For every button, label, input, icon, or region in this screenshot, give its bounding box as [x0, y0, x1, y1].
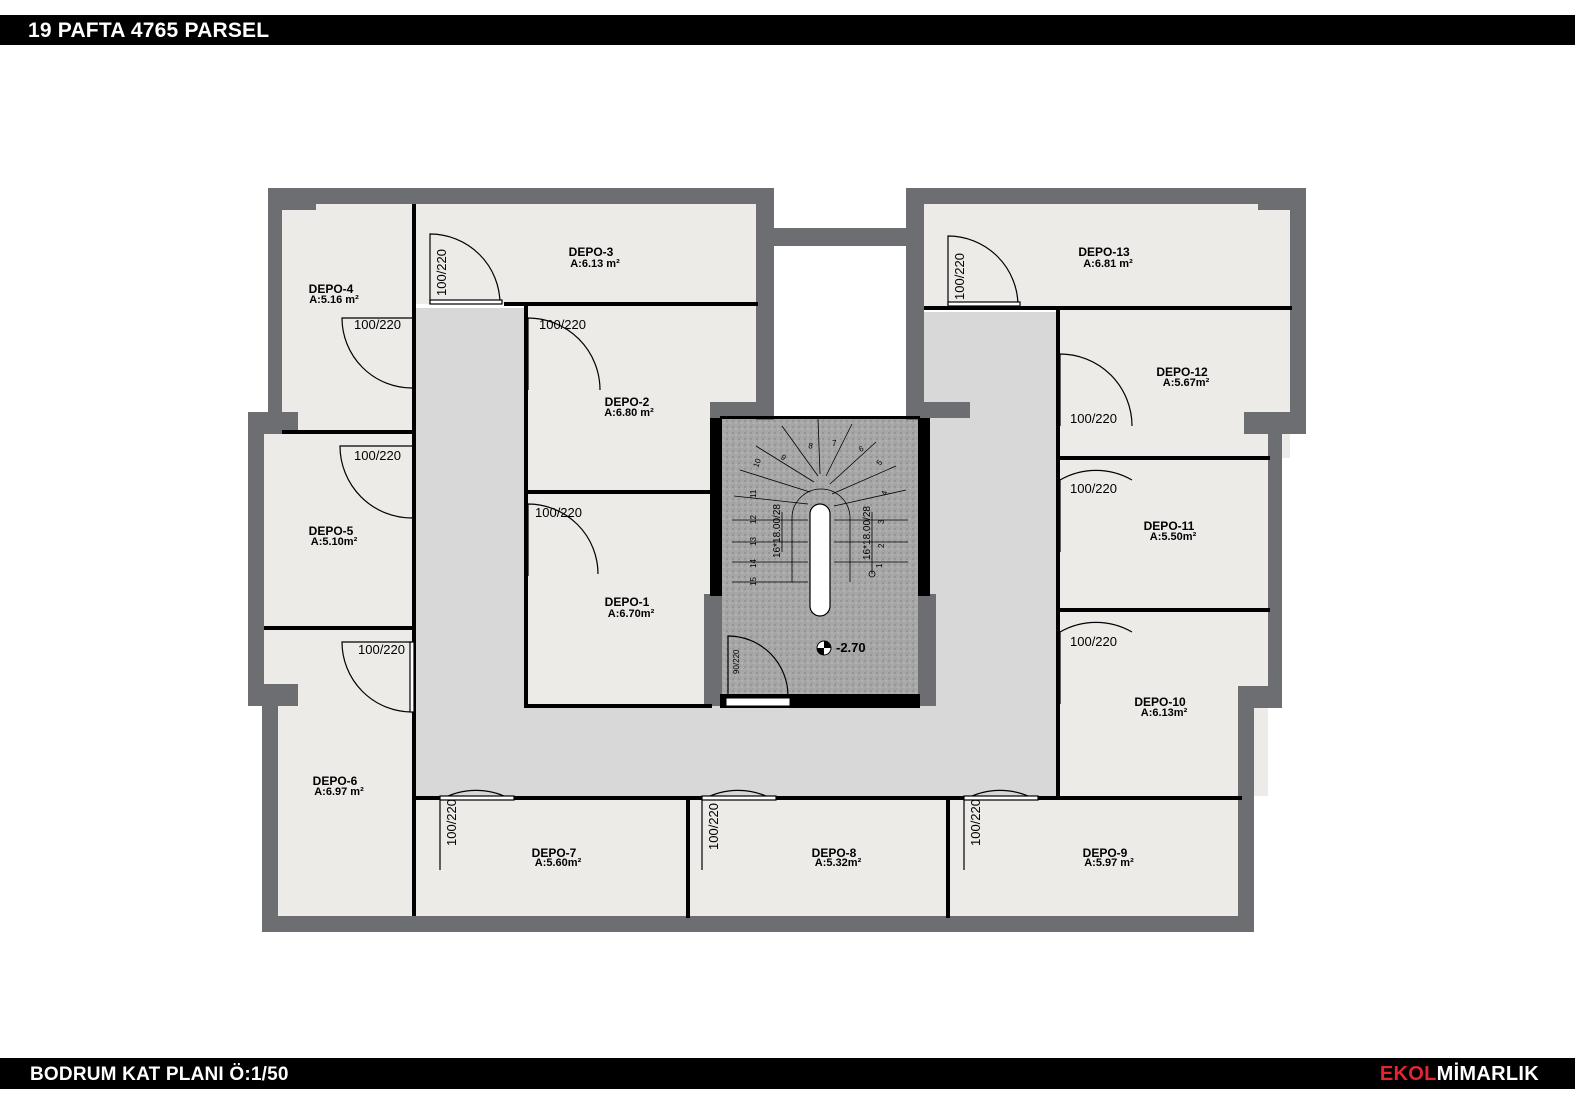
svg-text:100/220: 100/220	[535, 505, 582, 520]
room-area: A:5.97 m²	[1084, 857, 1134, 869]
header-bar: 19 PAFTA 4765 PARSEL	[0, 15, 1575, 45]
room-name: DEPO-9	[1083, 846, 1128, 860]
svg-text:100/220: 100/220	[354, 448, 401, 463]
room-name: DEPO-3	[569, 245, 614, 259]
room-area: A:6.70m²	[608, 608, 655, 620]
svg-text:13: 13	[749, 537, 758, 546]
svg-text:3: 3	[877, 519, 886, 524]
svg-text:100/220: 100/220	[952, 253, 967, 300]
level-label: -2.70	[836, 640, 866, 655]
svg-text:100/220: 100/220	[358, 642, 405, 657]
stair-step-numbers: 1 2 3 4 5 6 7 8 9 10 11 12 13 14 15	[749, 439, 890, 586]
room-name: DEPO-4	[309, 282, 354, 296]
room-name: DEPO-8	[812, 846, 857, 860]
svg-text:100/220: 100/220	[706, 803, 721, 850]
room-area: A:5.32m²	[815, 857, 862, 869]
room-name: DEPO-2	[605, 395, 650, 409]
room-name: DEPO-12	[1156, 365, 1208, 379]
room-area: A:5.10m²	[311, 536, 358, 548]
svg-text:11: 11	[749, 489, 758, 498]
room-area: A:5.67m²	[1163, 377, 1210, 389]
svg-text:9: 9	[779, 453, 789, 463]
door-labels: 100/220 100/220 100/220 100/220 100/220 …	[354, 249, 1117, 850]
room-area: A:6.97 m²	[314, 786, 364, 798]
room-name: DEPO-11	[1144, 519, 1195, 533]
room-name: DEPO-5	[309, 524, 354, 538]
room-labels: DEPO-1 A:6.70m² DEPO-2 A:6.80 m² DEPO-3 …	[309, 245, 1210, 869]
brand-part1: EKOL	[1379, 1063, 1437, 1085]
sheet-title: 19 PAFTA 4765 PARSEL	[28, 19, 270, 42]
svg-text:100/220: 100/220	[1070, 634, 1117, 649]
stair-flight-label-left: 16*18.00/28	[772, 504, 783, 558]
brand-part2: MİMARLIK	[1436, 1063, 1539, 1085]
svg-text:4: 4	[879, 489, 889, 497]
svg-text:100/220: 100/220	[1070, 411, 1117, 426]
doors	[339, 233, 1133, 870]
brand-logo: EKOLMİMARLIK	[1380, 1063, 1539, 1086]
svg-text:2: 2	[877, 543, 886, 548]
footer-bar: BODRUM KAT PLANI Ö:1/50 EKOLMİMARLIK	[0, 1058, 1575, 1089]
plan-title: BODRUM KAT PLANI Ö:1/50	[30, 1064, 289, 1085]
stair-treads	[732, 417, 908, 583]
svg-text:100/220: 100/220	[968, 799, 983, 846]
stair-well-opening	[809, 503, 831, 617]
walls	[248, 188, 1306, 932]
room-name: DEPO-6	[313, 774, 358, 788]
stair-flight-label-right: 16*18.00/28	[862, 506, 873, 560]
svg-text:5: 5	[875, 458, 885, 468]
svg-text:14: 14	[749, 559, 758, 568]
svg-text:1: 1	[875, 563, 884, 568]
room-area: A:6.13 m²	[570, 258, 620, 270]
svg-text:7: 7	[832, 439, 837, 448]
svg-text:100/220: 100/220	[539, 317, 586, 332]
room-name: DEPO-7	[532, 846, 577, 860]
room-area: A:6.80 m²	[604, 407, 654, 419]
room-name: DEPO-10	[1134, 695, 1186, 709]
room-name: DEPO-13	[1078, 245, 1130, 259]
room-area: A:6.81 m²	[1083, 258, 1133, 270]
svg-text:90/220: 90/220	[732, 649, 741, 674]
svg-text:100/220: 100/220	[354, 317, 401, 332]
svg-text:10: 10	[751, 457, 763, 469]
svg-text:12: 12	[749, 515, 758, 524]
svg-text:100/220: 100/220	[1070, 481, 1117, 496]
svg-text:8: 8	[808, 441, 814, 451]
room-area: A:6.13m²	[1141, 707, 1188, 719]
room-name: DEPO-1	[605, 595, 650, 609]
room-area: A:5.60m²	[535, 857, 582, 869]
svg-text:15: 15	[749, 577, 758, 586]
stair-door-opening	[725, 697, 791, 707]
partitions	[264, 204, 1292, 918]
svg-text:6: 6	[858, 444, 866, 454]
level-marker-icon	[816, 640, 832, 656]
room-area: A:5.50m²	[1150, 531, 1197, 543]
svg-text:100/220: 100/220	[434, 249, 449, 296]
room-area: A:5.16 m²	[309, 294, 359, 306]
svg-text:100/220: 100/220	[444, 799, 459, 846]
stair-direction	[781, 512, 876, 578]
